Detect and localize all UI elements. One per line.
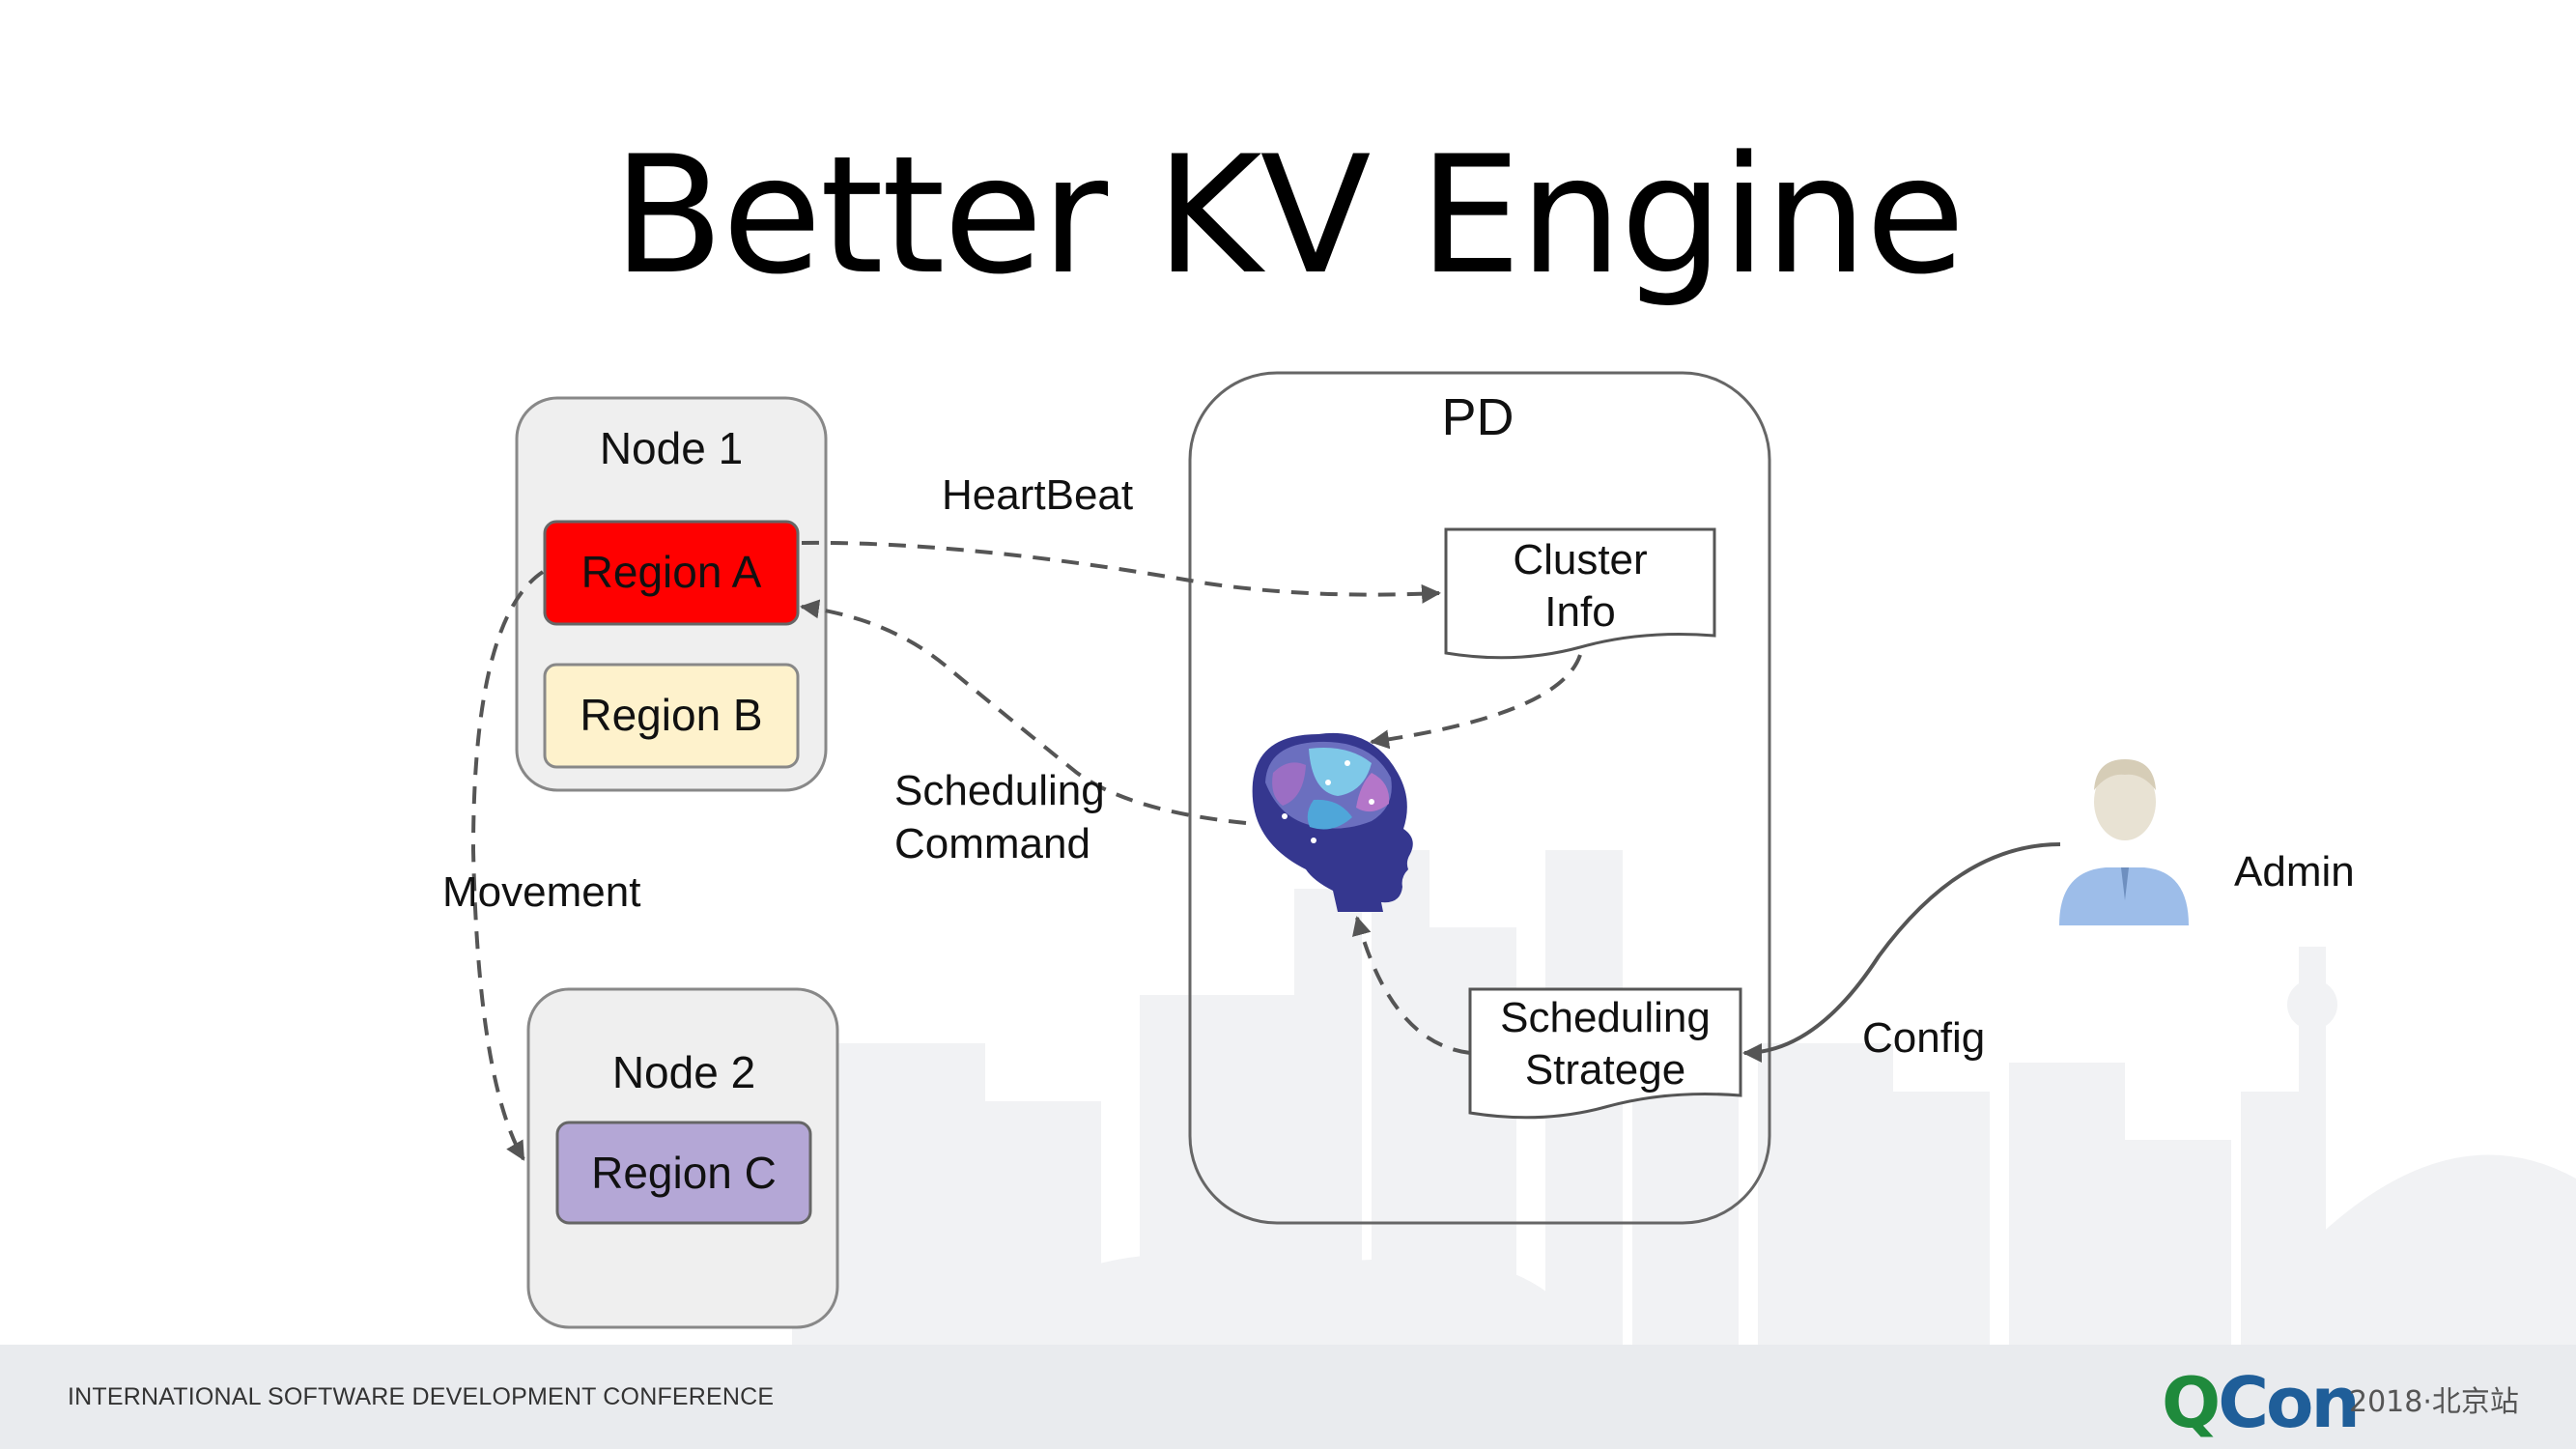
cluster-info-line-1: Cluster: [1513, 536, 1647, 583]
footer-bar: INTERNATIONAL SOFTWARE DEVELOPMENT CONFE…: [0, 1345, 2576, 1449]
cluster-info-document: Cluster Info: [1444, 527, 1716, 660]
qcon-logo-q: Q: [2162, 1362, 2221, 1443]
region-b-label: Region B: [580, 690, 762, 740]
slide-title: Better KV Engine: [612, 121, 1965, 310]
region-a-label: Region A: [581, 547, 762, 597]
region-b: Region B: [543, 663, 800, 769]
config-label: Config: [1862, 1014, 1985, 1062]
heartbeat-arrow: [801, 540, 1441, 604]
conference-name: INTERNATIONAL SOFTWARE DEVELOPMENT CONFE…: [68, 1383, 775, 1410]
qcon-logo: QCon: [2162, 1362, 2361, 1443]
scheduling-strategy-line-1: Scheduling: [1500, 994, 1711, 1041]
movement-arrow: [470, 570, 545, 1161]
config-arrow: [1742, 842, 2061, 1063]
region-c: Region C: [555, 1121, 812, 1225]
scheduling-strategy-line-2: Stratege: [1525, 1046, 1685, 1094]
qcon-logo-con: Con: [2218, 1362, 2361, 1443]
pd-label: PD: [1441, 388, 1514, 446]
scheduling-strategy-document: Scheduling Stratege: [1468, 987, 1742, 1120]
node-1-label: Node 1: [600, 423, 743, 473]
qcon-edition: 2018·北京站: [2349, 1385, 2519, 1419]
region-a: Region A: [543, 520, 800, 626]
scheduling-command-label-1: Scheduling: [894, 767, 1105, 814]
movement-label: Movement: [442, 868, 640, 916]
heartbeat-label: HeartBeat: [942, 471, 1133, 519]
admin-label: Admin: [2234, 848, 2355, 895]
scheduling-command-arrow: [800, 599, 1247, 825]
brain-head-icon: [1252, 732, 1413, 912]
cluster-info-to-brain-arrow: [1370, 654, 1582, 750]
user-avatar-icon: [2059, 759, 2189, 925]
strategy-to-brain-arrow: [1352, 916, 1471, 1055]
cluster-info-line-2: Info: [1544, 588, 1615, 636]
scheduling-command-label-2: Command: [894, 820, 1090, 867]
region-c-label: Region C: [591, 1148, 777, 1198]
pd-container: PD: [1188, 371, 1771, 1225]
node-2-label: Node 2: [612, 1047, 755, 1097]
